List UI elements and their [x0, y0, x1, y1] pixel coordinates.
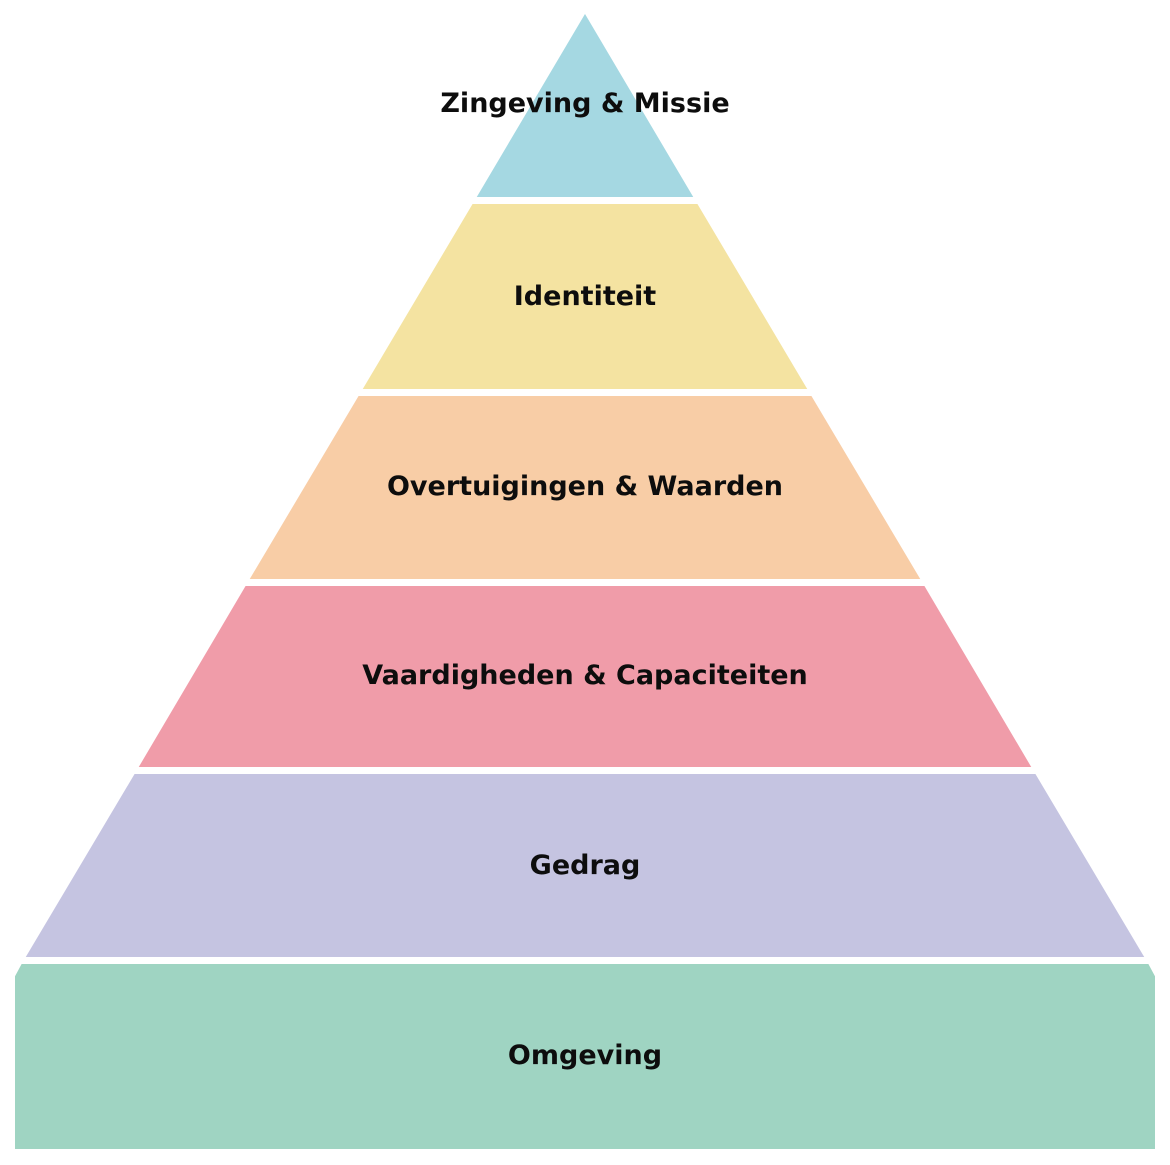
- level-label-zingeving-missie: Zingeving & Missie: [440, 88, 729, 119]
- pyramid-level-identiteit: [359, 202, 811, 391]
- pyramid-level-vaardigheden-capaciteiten: [135, 584, 1035, 769]
- pyramid-level-gedrag: [22, 772, 1148, 959]
- pyramid-level-zingeving-missie: [473, 10, 697, 199]
- level-label-omgeving: Omgeving: [508, 1040, 662, 1071]
- level-label-vaardigheden-capaciteiten: Vaardigheden & Capaciteiten: [362, 660, 808, 691]
- pyramid-level-omgeving: [13, 962, 1157, 1151]
- pyramid-level-overtuigingen-waarden: [246, 394, 924, 581]
- level-label-gedrag: Gedrag: [530, 850, 641, 881]
- level-label-identiteit: Identiteit: [514, 281, 657, 312]
- level-label-overtuigingen-waarden: Overtuigingen & Waarden: [387, 471, 783, 502]
